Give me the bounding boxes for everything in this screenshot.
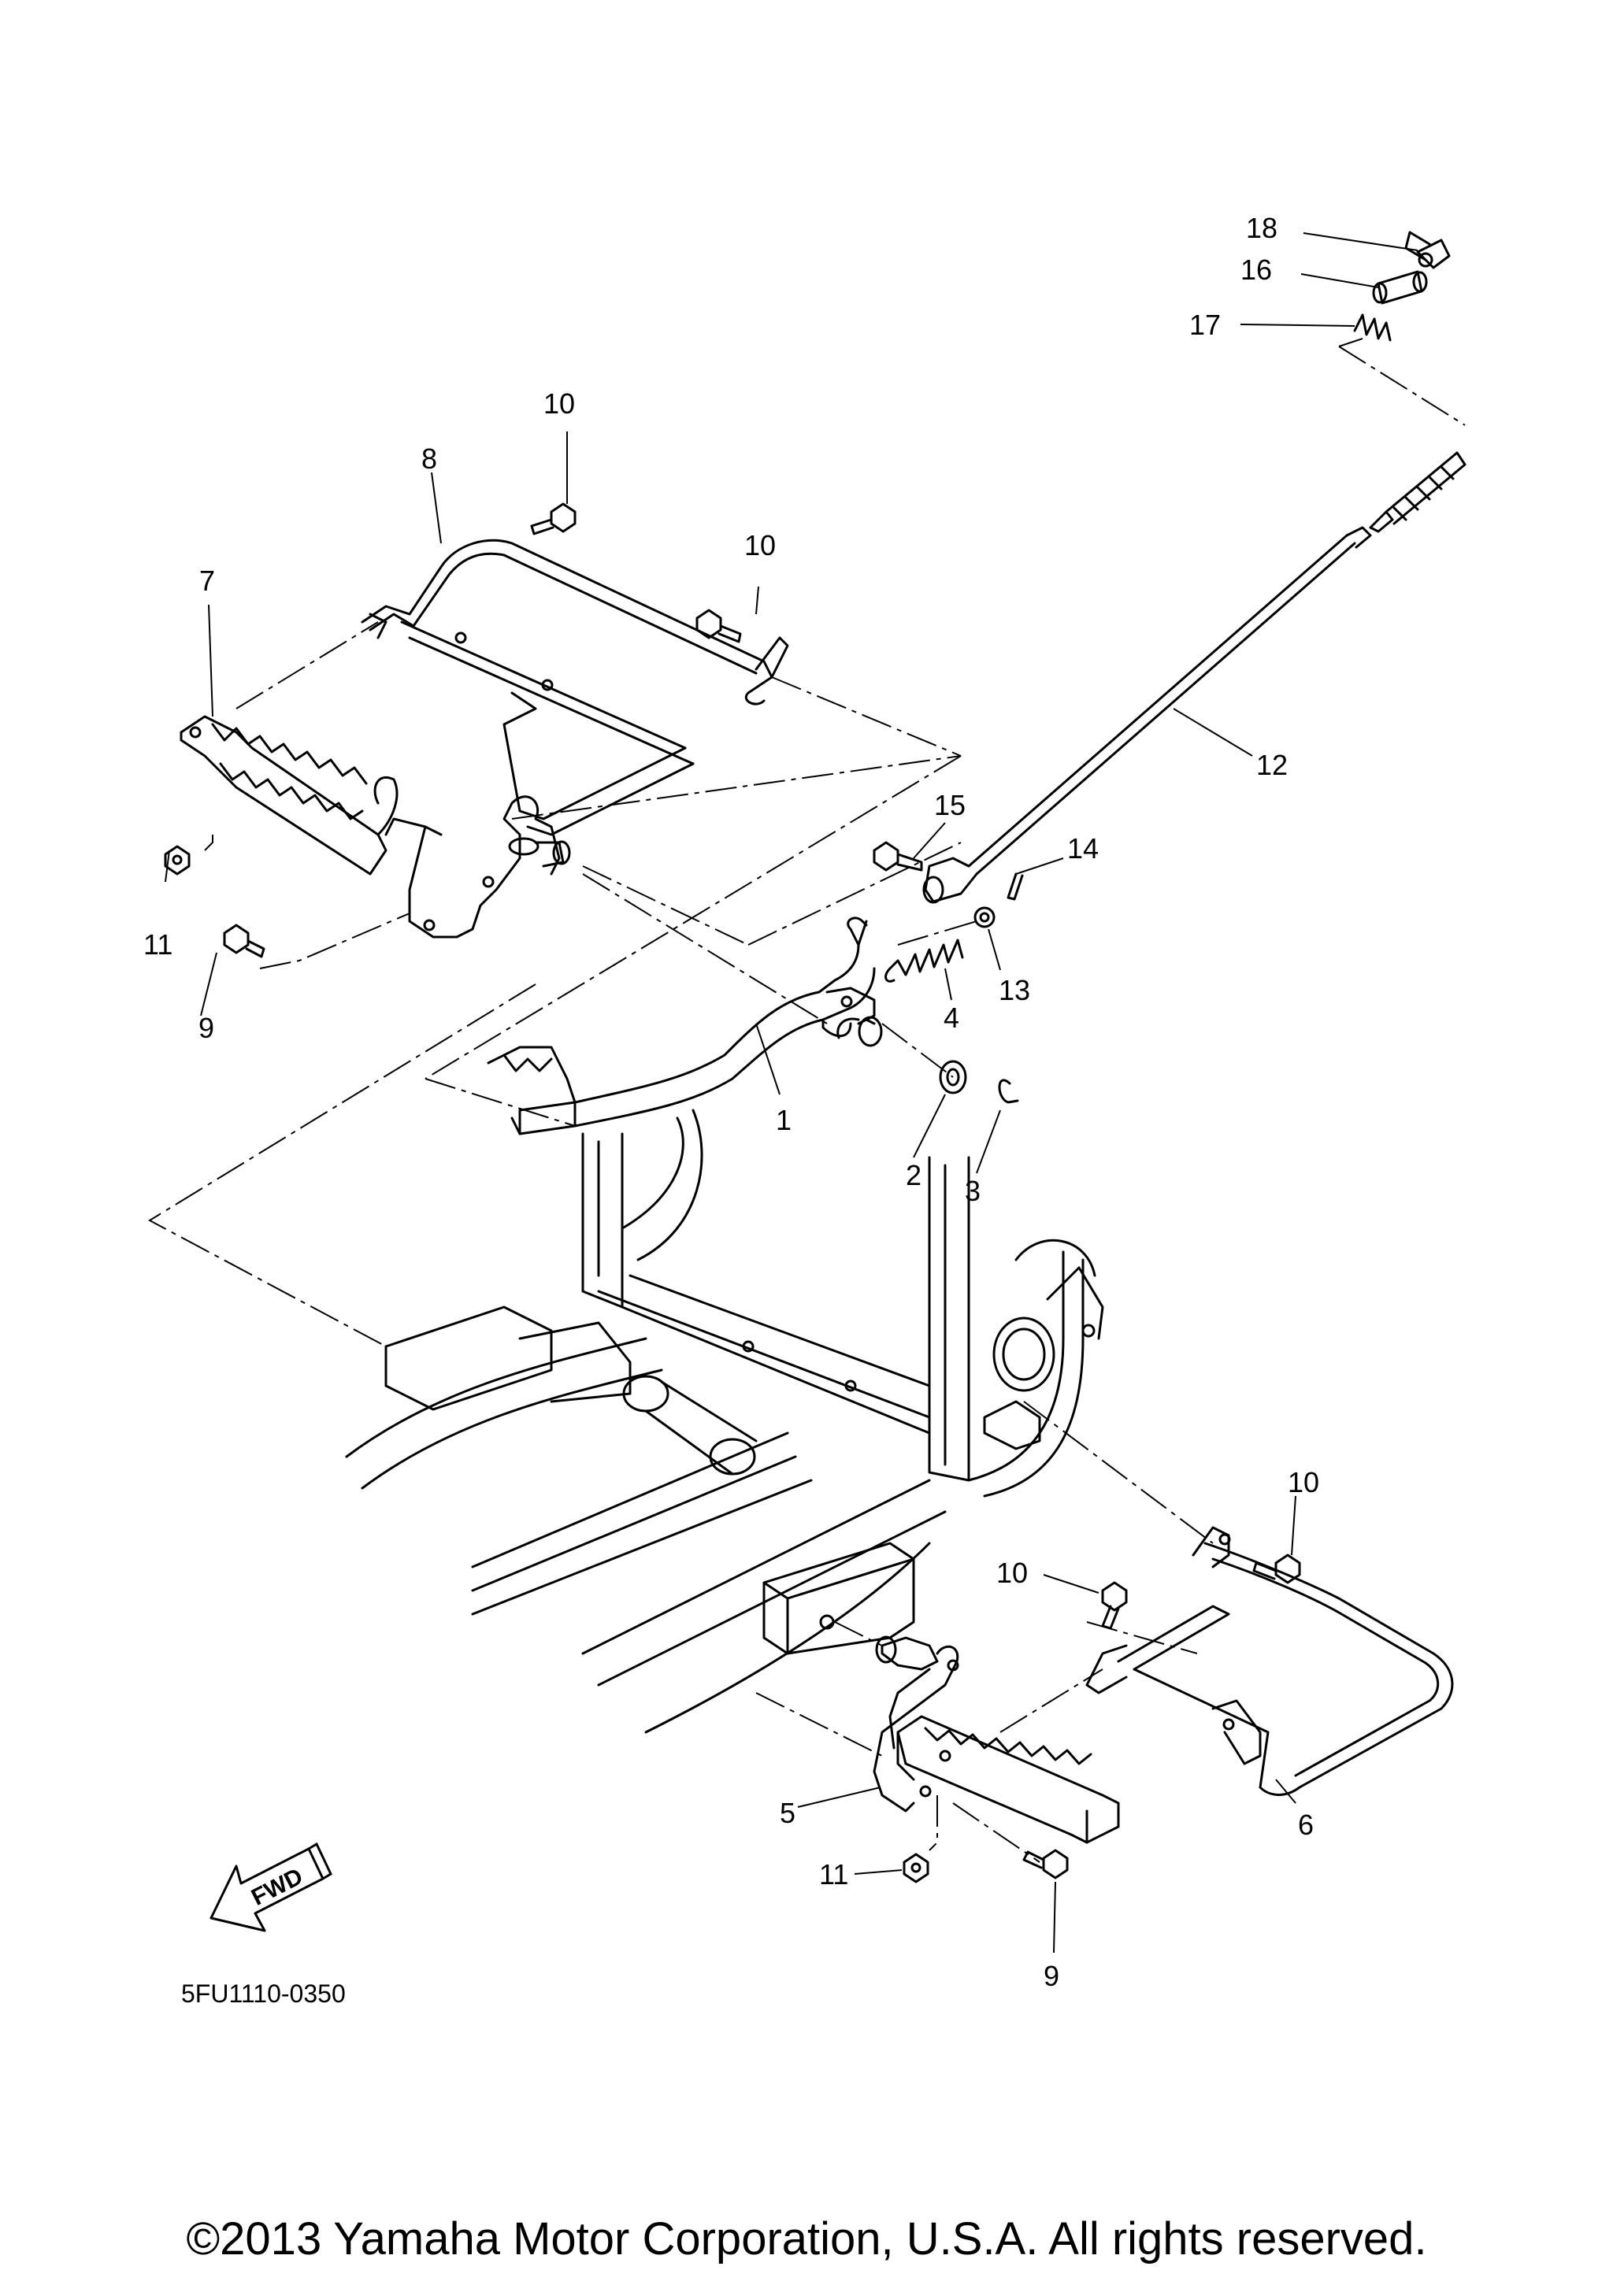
guard-left — [361, 539, 789, 836]
callout-6: 6 — [1298, 1809, 1314, 1841]
leader-lines — [165, 232, 1418, 1953]
callout-17: 17 — [1189, 309, 1221, 341]
callout-2: 2 — [906, 1159, 921, 1191]
clip-3 — [998, 1079, 1019, 1104]
callout-3: 3 — [965, 1175, 981, 1207]
callout-15: 15 — [934, 789, 966, 821]
callout-14: 14 — [1067, 832, 1099, 865]
callout-8: 8 — [421, 443, 437, 475]
joint-16 — [1372, 270, 1428, 305]
assembly-lines — [147, 338, 1466, 1863]
footrest-right — [896, 1715, 1120, 1844]
copyright-notice: ©2013 Yamaha Motor Corporation, U.S.A. A… — [186, 2213, 1427, 2265]
footrest-bracket-right — [873, 1635, 959, 1813]
callout-12: 12 — [1256, 749, 1288, 781]
callout-5: 5 — [780, 1797, 795, 1829]
callout-16: 16 — [1240, 254, 1272, 286]
drawing-code: 5FU1110-0350 — [181, 1979, 346, 2008]
callout-18: 18 — [1246, 212, 1277, 244]
bolt-10-lower — [1101, 1581, 1128, 1630]
guard-right — [1085, 1526, 1454, 1796]
washer-13 — [973, 906, 996, 928]
callout-7: 7 — [199, 565, 215, 597]
washer-2 — [939, 1060, 967, 1094]
callout-13: 13 — [999, 974, 1030, 1006]
callout-1: 1 — [776, 1104, 792, 1136]
callout-11-right: 11 — [819, 1858, 848, 1890]
callout-10-mid: 10 — [744, 529, 776, 561]
callout-9-left: 9 — [198, 1012, 214, 1044]
callout-9-right: 9 — [1044, 1960, 1059, 1992]
bolt-15 — [873, 841, 923, 872]
spring-17 — [1353, 313, 1392, 342]
callout-4: 4 — [944, 1002, 959, 1034]
brake-pedal — [487, 917, 883, 1135]
nut-11-right — [903, 1853, 929, 1883]
bolt-9-right — [1022, 1849, 1069, 1879]
footrest-left — [180, 715, 399, 876]
fwd-arrow-icon: FWD — [210, 1842, 332, 1932]
bolt-10-mid — [695, 609, 742, 643]
bolt-10-right — [1252, 1554, 1301, 1584]
frame-outline — [345, 1109, 1104, 1734]
callout-10-lower: 10 — [996, 1557, 1028, 1589]
cotter-pin-14 — [1007, 872, 1024, 901]
nut-11-left — [164, 845, 191, 876]
callout-10-top: 10 — [543, 387, 575, 420]
callout-11-left: 11 — [143, 928, 172, 961]
bolt-9-left — [223, 924, 265, 958]
brake-rod — [922, 451, 1467, 904]
bolt-10-top — [530, 502, 577, 535]
wing-nut-18 — [1404, 231, 1451, 269]
spring-4 — [884, 939, 964, 983]
callout-10-right: 10 — [1288, 1466, 1319, 1498]
